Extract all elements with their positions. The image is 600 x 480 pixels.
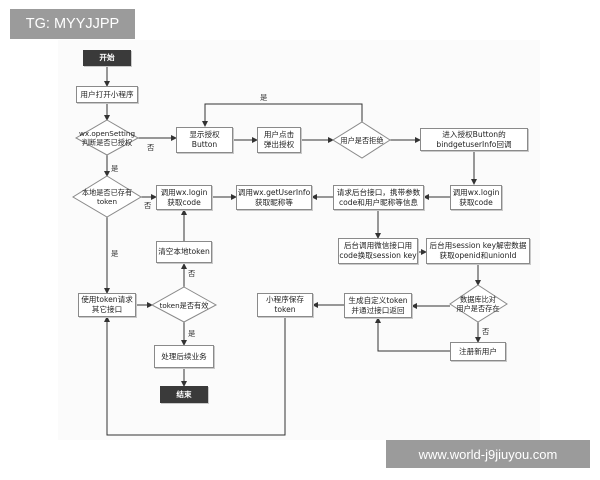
end-node: 结束 <box>160 386 208 403</box>
request-backend-node: 请求后台接口，携带参数 code和用户昵称等信息 <box>333 185 424 210</box>
label-has-token-yes: 是 <box>111 249 119 258</box>
has-token-text: 本地是否已存有 token <box>81 188 133 206</box>
gen-token-node: 生成自定义token 并通过接口返回 <box>344 293 412 318</box>
label-token-valid-yes: 是 <box>188 329 196 338</box>
clear-token-node: 清空本地token <box>156 241 212 263</box>
watermark-bottom: www.world-j9jiuyou.com <box>386 440 590 468</box>
process-business-node: 处理后续业务 <box>154 345 214 368</box>
edge-refused-loop <box>202 103 363 127</box>
enter-auth-button-node: 进入授权Button的 bindgetuserInfo回调 <box>420 128 528 151</box>
label-authorized-yes: 是 <box>111 164 119 173</box>
user-exists-text: 数据库比对 用户是否存在 <box>456 295 500 313</box>
diamond-has-token <box>72 175 142 218</box>
show-auth-node: 显示授权 Button <box>176 127 233 153</box>
user-click-auth-node: 用户点击 弹出授权 <box>257 127 301 153</box>
token-valid-text: token是否有效 <box>159 300 209 310</box>
edge-register-to-gen <box>375 317 450 352</box>
label-refused-yes: 是 <box>260 93 268 102</box>
save-token-node: 小程序保存 token <box>257 293 313 317</box>
get-user-info-node: 调用wx.getUserInfo 获取昵称等 <box>236 185 312 210</box>
decrypt-data-node: 后台用session key解密数据 获取openid和unionId <box>426 238 530 264</box>
register-user-node: 注册新用户 <box>450 342 506 361</box>
wx-login-node-2: 调用wx.login 获取code <box>450 185 502 210</box>
diamond-check-auth <box>74 119 140 156</box>
open-app-node: 用户打开小程序 <box>76 86 138 103</box>
diamond-user-exists <box>449 284 508 323</box>
backend-exchange-node: 后台调用微信接口用 code换取session key <box>338 238 418 264</box>
use-token-node: 使用token请求 其它接口 <box>78 293 136 317</box>
wx-login-node-1: 调用wx.login 获取code <box>156 185 212 210</box>
diamond-token-valid <box>150 286 218 323</box>
label-no-token: 否 <box>144 201 152 210</box>
start-node: 开始 <box>83 50 131 66</box>
user-refused-text: 用户是否拒绝 <box>340 135 384 145</box>
label-token-invalid: 否 <box>188 269 196 278</box>
watermark-top: TG: MYYJJPP <box>10 9 135 39</box>
diamond-user-refused <box>332 121 391 159</box>
edge-save-to-use <box>104 316 286 436</box>
label-user-not-exists: 否 <box>482 327 490 336</box>
label-not-authorized: 否 <box>147 143 155 152</box>
check-auth-text: wx.openSetting 判断是否已授权 <box>78 129 136 147</box>
